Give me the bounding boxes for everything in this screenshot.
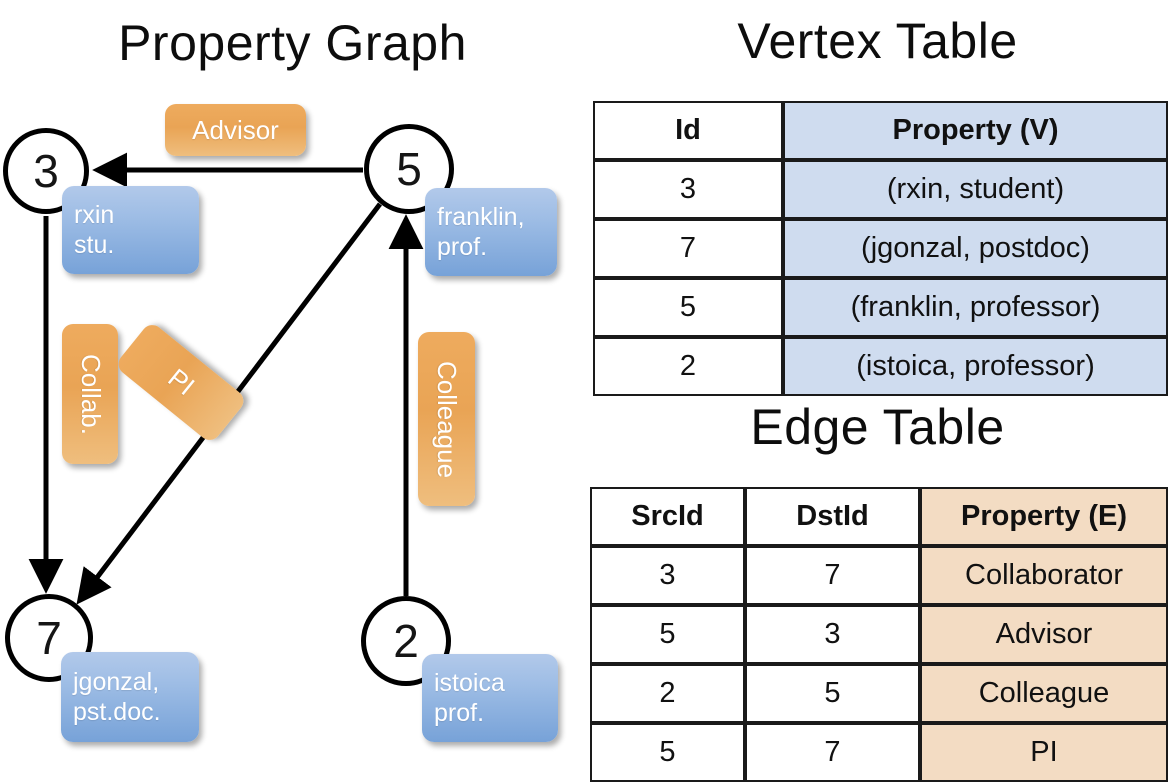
vertex-property-box-2: istoica prof. (422, 654, 558, 742)
vertex-property-5-name: franklin, (437, 202, 525, 231)
edge-row-0-property: Collaborator (920, 546, 1168, 605)
edge-row-1-property: Advisor (920, 605, 1168, 664)
vertex-table-header-row: Id Property (V) (593, 101, 1168, 160)
edge-table: SrcId DstId Property (E) 3 7 Collaborato… (590, 487, 1168, 782)
vertex-property-3-name: rxin (74, 200, 115, 229)
vertex-node-2[interactable]: 2 (361, 596, 451, 686)
edge-table-header-row: SrcId DstId Property (E) (590, 487, 1168, 546)
edge-row-1-srcid: 5 (590, 605, 745, 664)
table-row: 3 7 Collaborator (590, 546, 1168, 605)
vertex-row-1-property: (jgonzal, postdoc) (783, 219, 1168, 278)
vertex-row-2-id: 5 (593, 278, 783, 337)
edge-label-colleague-text: Colleague (432, 360, 462, 478)
vertex-property-3-role: stu. (74, 231, 115, 259)
table-row: 5 (franklin, professor) (593, 278, 1168, 337)
edge-label-pi-text: PI (162, 362, 201, 402)
page-title-edge-table: Edge Table (750, 399, 1005, 455)
edge-table-header-dstid: DstId (745, 487, 920, 546)
edge-label-collab: Collab. (62, 324, 118, 464)
vertex-property-7-role: pst.doc. (73, 698, 161, 726)
page-title-property-graph: Property Graph (118, 15, 467, 71)
edge-table-header-property: Property (E) (920, 487, 1168, 546)
edge-label-collab-text: Collab. (75, 353, 106, 435)
vertex-property-2-role: prof. (434, 699, 485, 727)
page-title-vertex-table: Vertex Table (737, 13, 1018, 69)
table-row: 7 (jgonzal, postdoc) (593, 219, 1168, 278)
vertex-table-header-id: Id (593, 101, 783, 160)
vertex-table: Id Property (V) 3 (rxin, student) 7 (jgo… (593, 101, 1168, 396)
vertex-node-2-label: 2 (393, 615, 419, 667)
edge-label-advisor-text: Advisor (192, 114, 279, 145)
vertex-property-box-5: franklin, prof. (425, 188, 557, 276)
vertex-property-box-3: rxin stu. (62, 186, 199, 274)
vertex-row-0-id: 3 (593, 160, 783, 219)
edge-row-2-property: Colleague (920, 664, 1168, 723)
table-row: 2 (istoica, professor) (593, 337, 1168, 396)
vertex-row-0-property: (rxin, student) (783, 160, 1168, 219)
edge-row-3-dstid: 7 (745, 723, 920, 782)
edge-row-2-dstid: 5 (745, 664, 920, 723)
vertex-node-7-label: 7 (36, 612, 62, 664)
vertex-row-2-property: (franklin, professor) (783, 278, 1168, 337)
vertex-node-5[interactable]: 5 (364, 124, 454, 214)
vertex-node-3-label: 3 (33, 145, 59, 197)
table-row: 5 3 Advisor (590, 605, 1168, 664)
vertex-table-header-property: Property (V) (783, 101, 1168, 160)
vertex-row-1-id: 7 (593, 219, 783, 278)
vertex-node-5-label: 5 (396, 143, 422, 195)
edge-row-3-srcid: 5 (590, 723, 745, 782)
property-graph-diagram: 3 5 7 2 rxin stu. franklin, prof. jgonza… (0, 0, 585, 760)
vertex-property-5-role: prof. (437, 233, 488, 261)
edge-row-1-dstid: 3 (745, 605, 920, 664)
vertex-property-7-name: jgonzal, (73, 667, 160, 696)
edge-label-colleague: Colleague (418, 332, 475, 506)
vertex-row-3-id: 2 (593, 337, 783, 396)
table-row: 3 (rxin, student) (593, 160, 1168, 219)
vertex-property-2-name: istoica (434, 668, 505, 697)
edge-row-0-srcid: 3 (590, 546, 745, 605)
vertex-property-box-7: jgonzal, pst.doc. (61, 652, 199, 742)
edge-row-0-dstid: 7 (745, 546, 920, 605)
table-row: 2 5 Colleague (590, 664, 1168, 723)
table-row: 5 7 PI (590, 723, 1168, 782)
edge-label-advisor: Advisor (165, 104, 306, 156)
vertex-row-3-property: (istoica, professor) (783, 337, 1168, 396)
edge-row-3-property: PI (920, 723, 1168, 782)
edge-row-2-srcid: 2 (590, 664, 745, 723)
edge-table-header-srcid: SrcId (590, 487, 745, 546)
